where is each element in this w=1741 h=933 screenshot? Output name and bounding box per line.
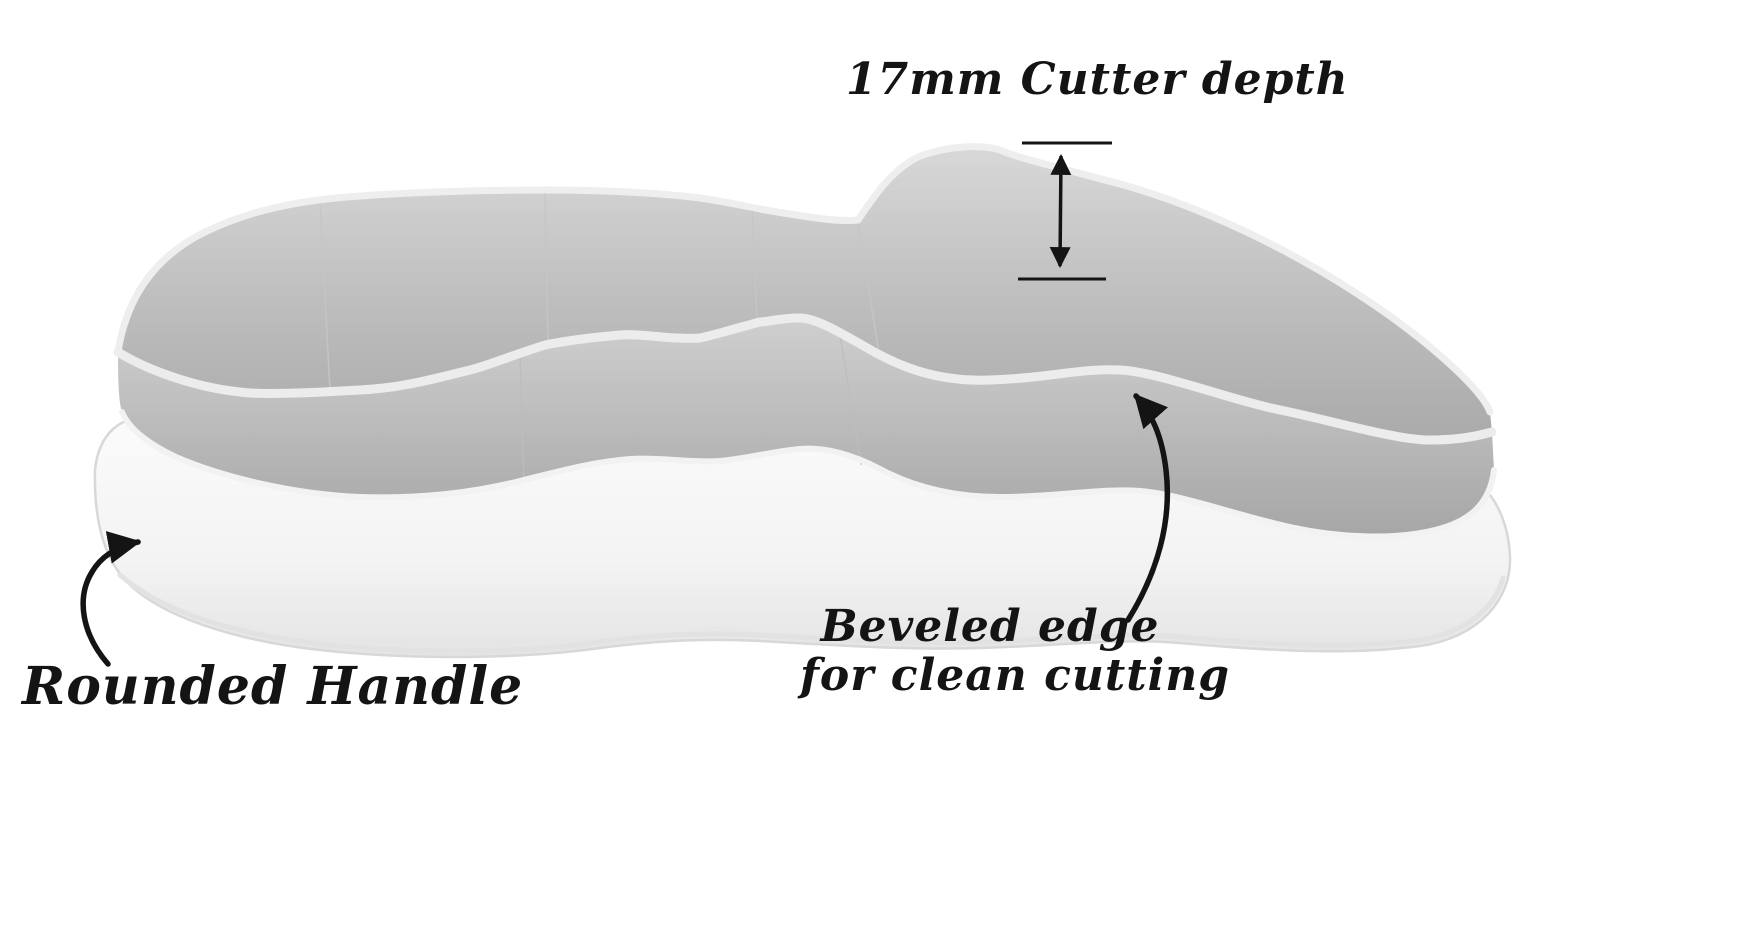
cutter-depth-label: 17mm Cutter depth	[846, 54, 1349, 105]
wall-step-rim-highlight	[113, 313, 1497, 445]
wall-base-rim-highlight	[119, 409, 1497, 540]
lower-wall-facet-lines	[519, 334, 862, 479]
upper-wall-facet-lines	[319, 190, 880, 392]
bevel-arrow	[1125, 393, 1171, 623]
blade-top-edge-highlight	[114, 143, 1494, 416]
rounded-handle-label: Rounded Handle	[22, 656, 524, 717]
beveled-edge-label: Beveled edge for clean cutting	[800, 601, 1230, 702]
cutter-upper-wall	[118, 146, 1492, 440]
cutter-base-lip-shading	[117, 572, 1506, 654]
handle-arrow	[80, 531, 142, 667]
beveled-edge-label-line2: for clean cutting	[800, 650, 1230, 702]
depth-double-arrow	[1049, 153, 1072, 269]
beveled-edge-label-line1: Beveled edge	[820, 601, 1160, 652]
